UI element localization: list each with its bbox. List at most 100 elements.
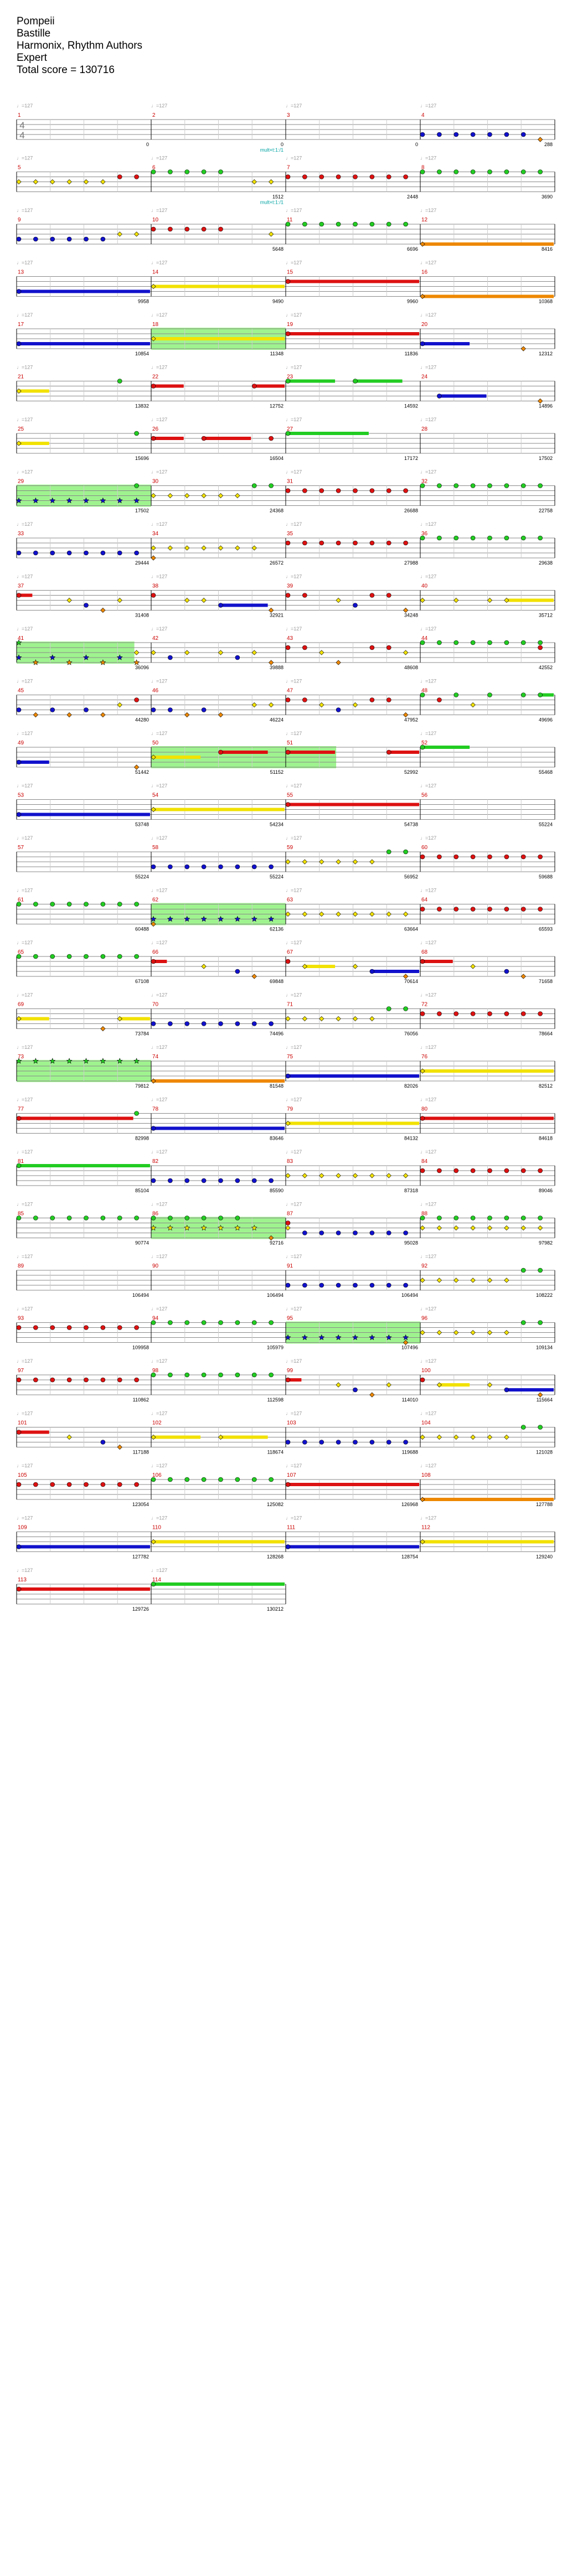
tempo-marker: ♩=127 (151, 679, 167, 684)
note (269, 1178, 274, 1183)
tempo-marker: ♩=127 (17, 1097, 33, 1103)
note (420, 1168, 425, 1173)
hopo-note (251, 545, 257, 551)
tempo-marker: ♩=127 (151, 312, 167, 318)
note (487, 483, 492, 488)
tempo-marker: ♩=127 (286, 1306, 302, 1312)
hopo-note (403, 1339, 409, 1346)
sustain-tail (153, 384, 184, 388)
tempo-marker: ♩=127 (420, 626, 436, 632)
measure-score: 17502 (135, 508, 149, 514)
hopo-note (167, 493, 173, 499)
note (420, 1116, 425, 1121)
note (33, 1482, 38, 1487)
note (437, 132, 442, 137)
tempo-marker: ♩=127 (17, 1515, 33, 1521)
sustain-tail (288, 1074, 419, 1078)
measure-number: 13 (18, 270, 24, 276)
tempo-marker: ♩=127 (17, 1149, 33, 1155)
note (251, 1372, 257, 1378)
hopo-note (336, 911, 341, 917)
hopo-note (403, 712, 409, 718)
note (336, 1230, 341, 1235)
note (386, 593, 391, 598)
sustain-tail (422, 1498, 554, 1501)
measure-score: 128268 (267, 1554, 284, 1560)
note (336, 488, 341, 493)
note (184, 1477, 190, 1482)
note (16, 1430, 22, 1435)
note (16, 954, 22, 959)
note (100, 1215, 106, 1220)
measure-number: 89 (18, 1263, 24, 1269)
measure-number: 75 (287, 1054, 293, 1060)
measure-number: 73 (18, 1054, 24, 1060)
note (386, 1006, 391, 1011)
note (285, 1544, 291, 1549)
note (235, 1320, 240, 1325)
hopo-note (269, 179, 274, 185)
note (84, 1377, 89, 1383)
note (16, 1544, 22, 1549)
measure-score: 85104 (135, 1188, 149, 1193)
note (420, 692, 425, 697)
measure-score: 47952 (404, 717, 418, 723)
tempo-marker: ♩=127 (286, 626, 302, 632)
note (201, 707, 207, 712)
measure-score: 130212 (267, 1606, 284, 1612)
note (453, 132, 459, 137)
note (504, 535, 509, 541)
measure-score: 31408 (135, 613, 149, 618)
measure-score: 49696 (539, 717, 553, 723)
measure-score: 55468 (539, 769, 553, 775)
measure-number: 9 (18, 217, 21, 223)
measure-multiplier: mult×t:1:/1 (260, 147, 284, 153)
star-note (32, 1058, 39, 1064)
sustain-tail (153, 756, 201, 759)
note (437, 483, 442, 488)
note (437, 854, 442, 860)
tempo-marker: ♩=127 (151, 208, 167, 213)
note (369, 1440, 375, 1445)
hopo-note (319, 650, 324, 655)
sustain-tail (288, 432, 369, 435)
star-note (49, 497, 56, 504)
star-note (16, 639, 22, 645)
note (235, 1477, 240, 1482)
note (437, 535, 442, 541)
note (538, 1215, 543, 1220)
note (538, 535, 543, 541)
star-note (234, 915, 241, 922)
note (84, 236, 89, 242)
note (251, 483, 257, 488)
note (66, 1377, 72, 1383)
sustain-tail (19, 813, 150, 816)
measure-score: 42552 (539, 665, 553, 670)
hopo-note (151, 754, 156, 760)
hopo-note (235, 545, 240, 551)
sustain-tail (19, 1587, 150, 1591)
measure-number: 107 (287, 1472, 296, 1478)
measure-score: 13832 (135, 404, 149, 409)
measure-number: 52 (421, 740, 428, 746)
note (437, 1168, 442, 1173)
sustain-tail (220, 1435, 268, 1439)
hopo-note (538, 398, 543, 404)
hopo-note (218, 1434, 224, 1440)
note (134, 1325, 139, 1330)
hopo-note (151, 493, 156, 499)
note (168, 1477, 173, 1482)
sustain-tail (288, 280, 419, 283)
tempo-marker: ♩=127 (151, 1149, 167, 1155)
hopo-note (218, 650, 224, 655)
hopo-note (403, 650, 409, 655)
measure-score: 34248 (404, 613, 418, 618)
measure-score: 109958 (132, 1345, 149, 1351)
note (151, 864, 156, 870)
note (201, 1477, 207, 1482)
note (134, 954, 139, 959)
hopo-note (50, 179, 55, 185)
hopo-note (436, 1330, 442, 1336)
sustain-tail (153, 1435, 201, 1439)
note (538, 640, 543, 645)
